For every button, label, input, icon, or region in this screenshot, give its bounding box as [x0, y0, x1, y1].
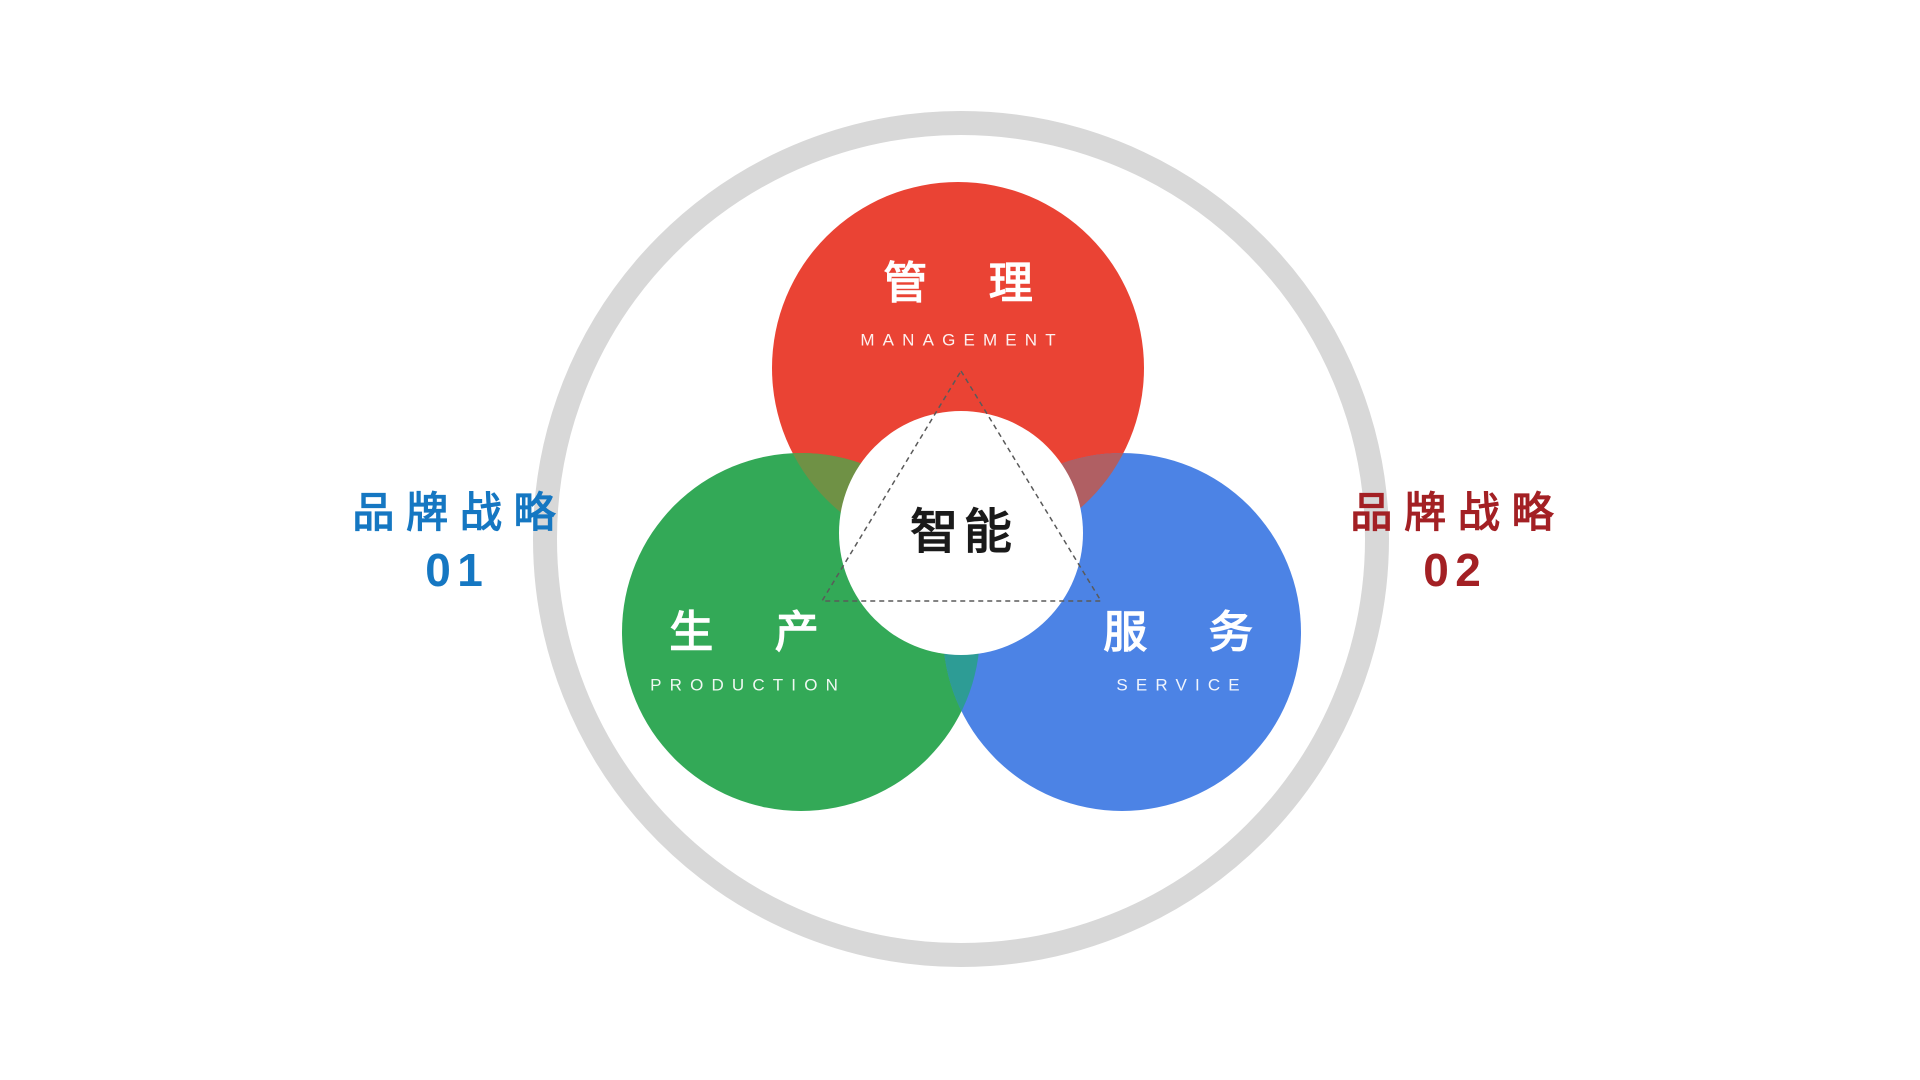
outer-ring-circle	[533, 111, 1389, 967]
center-label: 智能	[910, 506, 1018, 559]
service-label-zh: 服务	[1103, 608, 1315, 657]
right-callout-number: 02	[1423, 544, 1488, 596]
left-callout-text: 品牌战略	[352, 489, 568, 536]
dashed-triangle	[820, 369, 1103, 602]
management-label-en: MANAGEMENT	[860, 330, 1064, 350]
left-callout-number: 01	[425, 544, 490, 596]
production-label-zh: 生产	[669, 608, 881, 657]
service-label-en: SERVICE	[1116, 675, 1248, 695]
right-callout-text: 品牌战略	[1350, 489, 1566, 536]
management-label-zh: 管理	[883, 259, 1095, 308]
production-label-en: PRODUCTION	[650, 675, 847, 695]
